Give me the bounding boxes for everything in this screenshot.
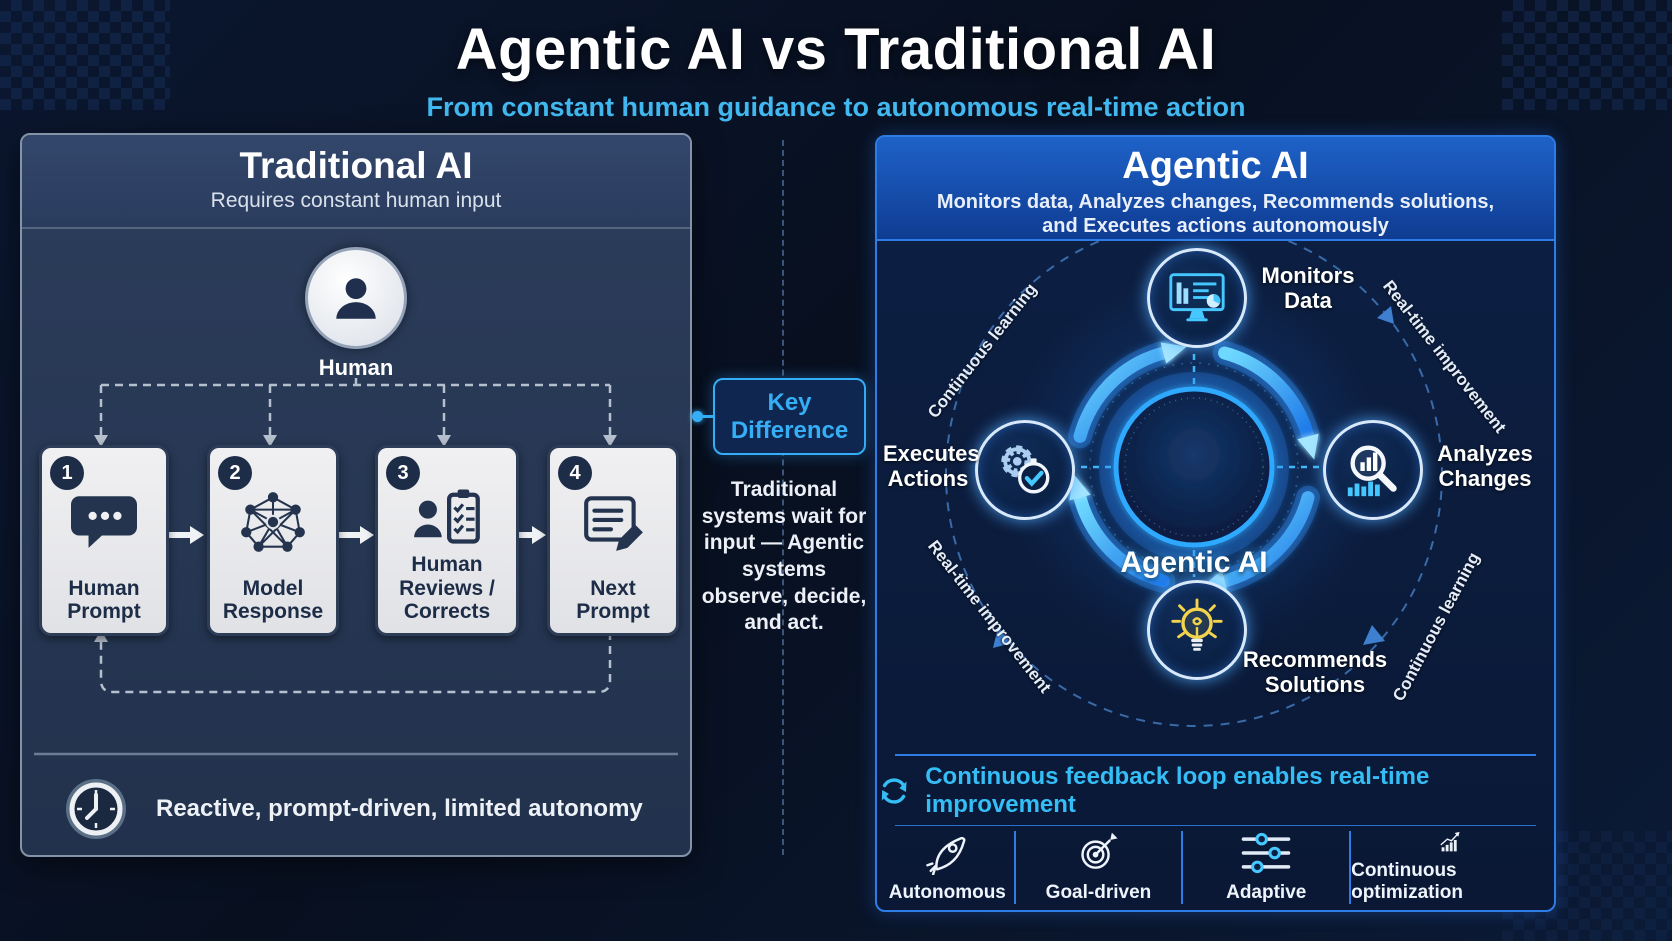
step-number-badge: 3 bbox=[386, 456, 420, 490]
monitor-dashboard-icon bbox=[1169, 273, 1225, 322]
node-label-monitors-data: Monitors Data bbox=[1261, 263, 1355, 314]
key-difference-box: Key Difference bbox=[713, 378, 866, 456]
document-edit-icon bbox=[584, 496, 643, 551]
badge-label: Adaptive bbox=[1226, 882, 1307, 903]
badges-divider bbox=[895, 825, 1536, 826]
badge-autonomous: Autonomous bbox=[881, 831, 1014, 904]
agentic-panel-title: Agentic AI bbox=[1122, 145, 1309, 187]
target-icon bbox=[1081, 832, 1119, 869]
key-difference-connector-dot bbox=[692, 411, 703, 422]
badge-label: Goal-driven bbox=[1045, 882, 1152, 903]
capability-badges: Autonomous Goal-driven bbox=[881, 831, 1550, 904]
agentic-panel-header: Agentic AI Monitors data, Analyzes chang… bbox=[877, 137, 1554, 241]
human-label: Human bbox=[318, 355, 394, 380]
feedback-row: Continuous feedback loop enables real-ti… bbox=[877, 763, 1554, 818]
key-difference-connector bbox=[699, 415, 715, 418]
step-number-badge: 1 bbox=[50, 456, 84, 490]
badge-label: Continuous optimization bbox=[1351, 860, 1463, 903]
clock-icon bbox=[66, 779, 126, 839]
person-icon bbox=[336, 278, 376, 319]
node-label-recommends-solutions: Recommends Solutions bbox=[1242, 647, 1388, 698]
page-title: Agentic AI vs Traditional AI bbox=[455, 17, 1217, 82]
traditional-panel-header: Traditional AI Requires constant human i… bbox=[22, 135, 690, 229]
step-card-human-prompt: 1 Human Prompt bbox=[39, 445, 169, 636]
human-review-checklist-icon bbox=[414, 489, 480, 544]
badge-label: Autonomous bbox=[888, 882, 1006, 903]
traditional-footer: Reactive, prompt-driven, limited autonom… bbox=[64, 770, 670, 848]
node-analyzes-changes bbox=[1323, 420, 1423, 520]
traditional-panel-title: Traditional AI bbox=[239, 145, 473, 186]
agentic-ai-panel: Agentic AI Monitors data, Analyzes chang… bbox=[875, 135, 1556, 912]
agentic-cycle-diagram: Agentic AI bbox=[877, 239, 1554, 751]
node-recommends-solutions bbox=[1147, 580, 1247, 680]
node-monitors-data bbox=[1147, 248, 1247, 348]
lightbulb-icon bbox=[1171, 598, 1223, 651]
badge-goal-driven: Goal-driven bbox=[1013, 831, 1182, 904]
step-number-badge: 2 bbox=[218, 456, 252, 490]
human-avatar bbox=[305, 247, 407, 349]
traditional-panel-subtitle: Requires constant human input bbox=[210, 189, 502, 212]
neural-network-icon bbox=[241, 492, 305, 552]
cycle-center-label: Agentic AI bbox=[1120, 546, 1268, 579]
gear-check-icon bbox=[1001, 445, 1050, 494]
step-card-model-response: 2 Model Response bbox=[207, 445, 339, 636]
agentic-panel-subtitle: Monitors data, Analyzes changes, Recomme… bbox=[936, 191, 1495, 237]
key-difference-description: Traditional systems wait for input — Age… bbox=[701, 478, 867, 635]
badge-continuous-optimization: Continuous optimization bbox=[1349, 831, 1550, 904]
traditional-footer-note: Reactive, prompt-driven, limited autonom… bbox=[156, 795, 643, 822]
step-label: Human Prompt bbox=[67, 576, 141, 624]
step-label: Human Reviews / Corrects bbox=[399, 553, 495, 624]
center-dashed-divider bbox=[782, 140, 784, 855]
page-subtitle: From constant human guidance to autonomo… bbox=[426, 92, 1246, 122]
human-figure: Human bbox=[305, 247, 407, 381]
badge-adaptive: Adaptive bbox=[1181, 831, 1349, 904]
cycle-graphics bbox=[945, 239, 1443, 727]
node-executes-actions bbox=[975, 420, 1075, 520]
traditional-ai-panel: Traditional AI Requires constant human i… bbox=[20, 133, 692, 857]
step-number-badge: 4 bbox=[558, 456, 592, 490]
growth-chart-icon bbox=[1439, 831, 1460, 852]
chat-bubble-icon bbox=[71, 496, 137, 548]
rocket-icon bbox=[926, 836, 966, 875]
sliders-icon bbox=[1241, 832, 1291, 874]
node-label-executes-actions: Executes Actions bbox=[883, 441, 980, 492]
feedback-divider bbox=[895, 754, 1536, 756]
node-label-analyzes-changes: Analyzes Changes bbox=[1437, 441, 1533, 492]
magnifier-bar-chart-icon bbox=[1347, 445, 1397, 497]
step-card-human-reviews: 3 Human Reviews / Corrects bbox=[375, 445, 519, 636]
feedback-note: Continuous feedback loop enables real-ti… bbox=[925, 763, 1430, 818]
refresh-loop-icon bbox=[881, 778, 907, 804]
step-label: Model Response bbox=[222, 576, 324, 624]
step-label: Next Prompt bbox=[576, 576, 650, 624]
step-card-next-prompt: 4 Next Prompt bbox=[547, 445, 679, 636]
